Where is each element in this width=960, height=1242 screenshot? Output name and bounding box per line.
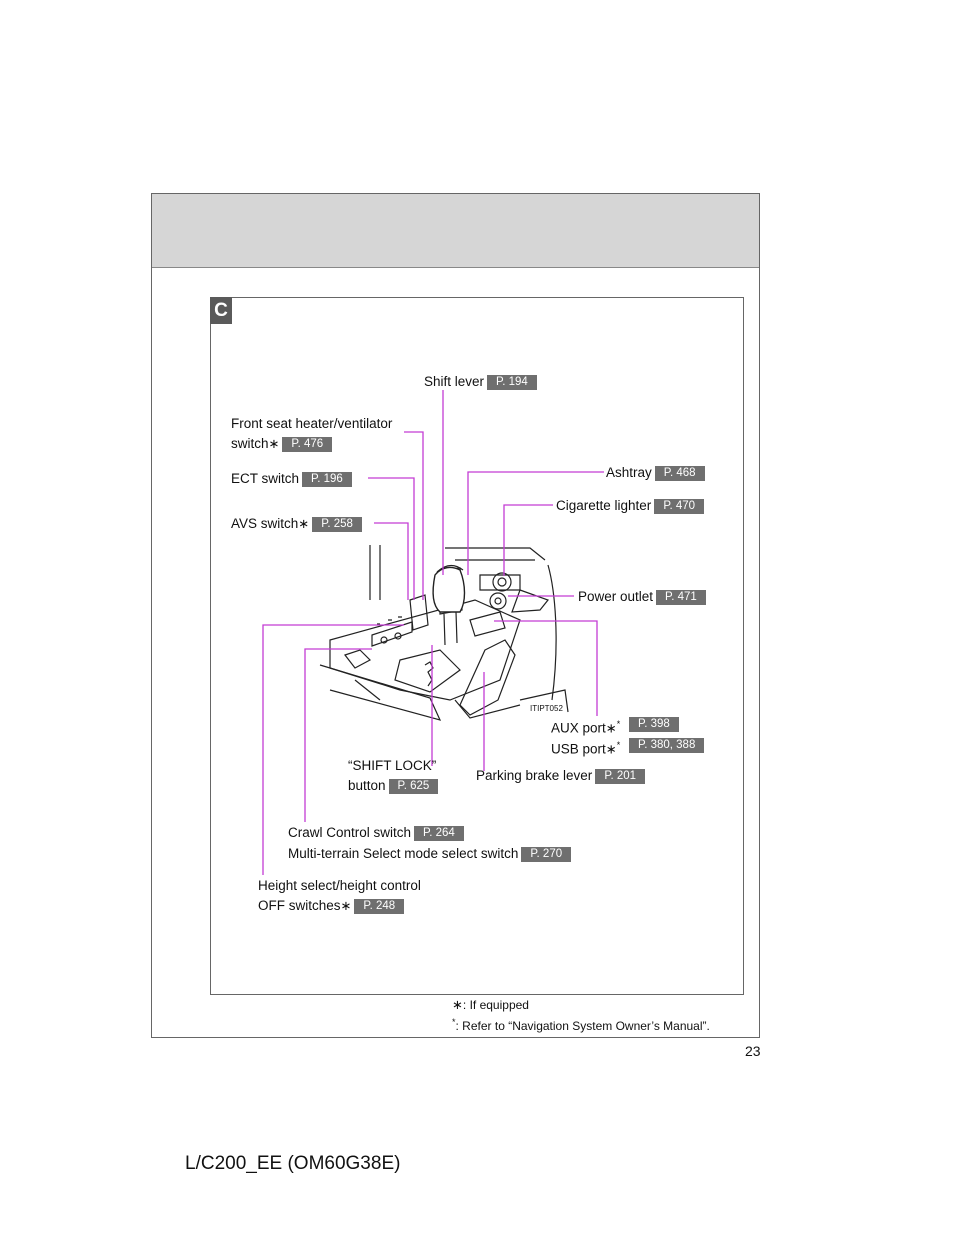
document-code: L/C200_EE (OM60G38E) bbox=[185, 1153, 401, 1174]
nav-manual-mark: * bbox=[616, 740, 621, 750]
shift-lock-label: button bbox=[348, 778, 386, 793]
crawl-control-page-ref[interactable]: P. 264 bbox=[414, 826, 464, 841]
footnote-nav-manual-text: : Refer to “Navigation System Owner’s Ma… bbox=[455, 1019, 710, 1033]
crawl-control-label: Crawl Control switch bbox=[288, 825, 412, 840]
callout-usb-port: USB port∗* bbox=[551, 737, 620, 758]
power-outlet-page-ref[interactable]: P. 471 bbox=[656, 590, 706, 605]
usb-port-label: USB port bbox=[551, 741, 606, 757]
front-seat-heater-page-ref[interactable]: P. 476 bbox=[282, 437, 333, 452]
callout-aux-port: AUX port∗* bbox=[551, 716, 620, 737]
ashtray-page-ref[interactable]: P. 468 bbox=[654, 466, 705, 481]
ect-switch-label: ECT switch bbox=[231, 471, 300, 486]
aux-port-page-ref[interactable]: P. 398 bbox=[629, 717, 679, 732]
cigarette-lighter-label: Cigarette lighter bbox=[556, 498, 652, 513]
nav-manual-mark: * bbox=[616, 719, 621, 729]
callout-front-seat-heater-line2: switch∗P. 476 bbox=[231, 435, 333, 452]
leader-height-select bbox=[262, 624, 404, 875]
shift-lever-label: Shift lever bbox=[424, 374, 485, 389]
page-frame bbox=[151, 193, 760, 1038]
if-equipped-mark: ∗ bbox=[605, 741, 617, 757]
ashtray-label: Ashtray bbox=[606, 465, 652, 480]
footnote-if-equipped: ∗: If equipped bbox=[452, 996, 710, 1014]
usb-port-page-ref[interactable]: P. 380, 388 bbox=[629, 738, 705, 753]
if-equipped-mark: ∗ bbox=[605, 720, 617, 736]
callout-avs-switch: AVS switch∗P. 258 bbox=[231, 515, 362, 532]
if-equipped-mark: ∗ bbox=[452, 997, 463, 1012]
leader-avs-switch bbox=[374, 522, 409, 600]
avs-switch-label: AVS switch bbox=[231, 516, 299, 531]
illustration-code: ITIPT052 bbox=[530, 704, 563, 713]
parking-brake-label: Parking brake lever bbox=[476, 768, 593, 783]
multi-terrain-page-ref[interactable]: P. 270 bbox=[521, 847, 572, 862]
nav-manual-mark: * bbox=[452, 1017, 456, 1027]
header-band bbox=[152, 194, 759, 268]
footnotes: ∗: If equipped *: Refer to “Navigation S… bbox=[452, 996, 710, 1035]
page-number: 23 bbox=[745, 1043, 761, 1059]
callout-height-select-line2: OFF switches∗P. 248 bbox=[258, 897, 405, 914]
front-seat-heater-label: switch bbox=[231, 436, 269, 451]
illustration-panel bbox=[210, 297, 744, 995]
section-badge: C bbox=[210, 297, 232, 324]
if-equipped-mark: ∗ bbox=[268, 436, 280, 451]
leader-front-seat-heater bbox=[404, 431, 424, 600]
leader-ect-switch bbox=[368, 477, 415, 600]
footnote-nav-manual: *: Refer to “Navigation System Owner’s M… bbox=[452, 1014, 710, 1035]
height-select-label: OFF switches bbox=[258, 898, 341, 913]
if-equipped-mark: ∗ bbox=[298, 516, 310, 531]
callout-height-select-line1: Height select/height control bbox=[258, 878, 421, 893]
if-equipped-mark: ∗ bbox=[340, 898, 352, 913]
power-outlet-label: Power outlet bbox=[578, 589, 654, 604]
shift-lever-page-ref[interactable]: P. 194 bbox=[487, 375, 537, 390]
multi-terrain-label: Multi-terrain Select mode select switch bbox=[288, 846, 519, 861]
parking-brake-page-ref[interactable]: P. 201 bbox=[595, 769, 646, 784]
cigarette-lighter-page-ref[interactable]: P. 470 bbox=[654, 499, 705, 514]
leader-crawl-control bbox=[304, 648, 372, 822]
leader-aux-usb bbox=[494, 620, 598, 716]
callout-front-seat-heater-line1: Front seat heater/ventilator bbox=[231, 416, 393, 431]
callout-shift-lock-line1: “SHIFT LOCK” bbox=[348, 758, 437, 773]
leader-ashtray bbox=[467, 471, 604, 575]
footnote-if-equipped-text: : If equipped bbox=[462, 998, 529, 1012]
shift-lock-page-ref[interactable]: P. 625 bbox=[388, 779, 439, 794]
height-select-page-ref[interactable]: P. 248 bbox=[354, 899, 405, 914]
aux-port-label: AUX port bbox=[551, 720, 606, 736]
avs-switch-page-ref[interactable]: P. 258 bbox=[312, 517, 362, 532]
leader-cigarette-lighter bbox=[503, 504, 553, 576]
ect-switch-page-ref[interactable]: P. 196 bbox=[302, 472, 352, 487]
